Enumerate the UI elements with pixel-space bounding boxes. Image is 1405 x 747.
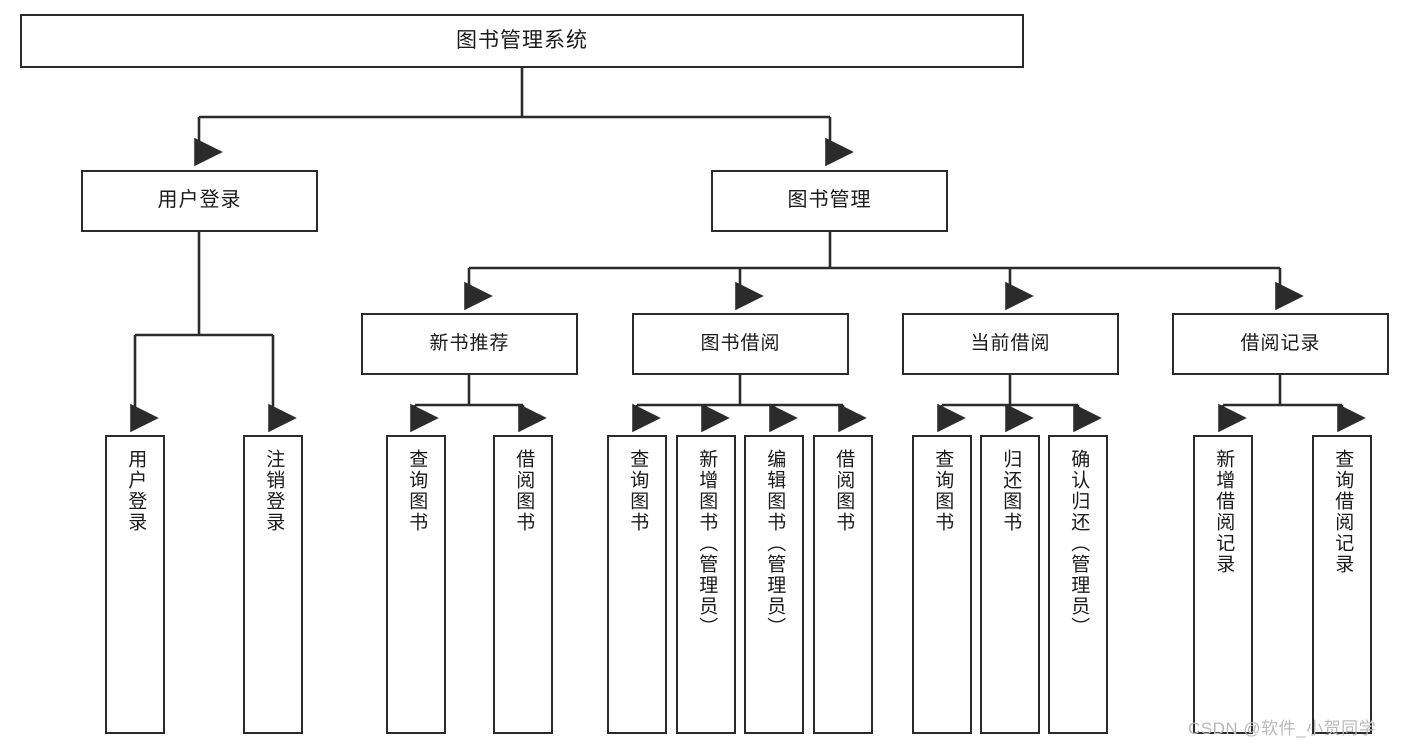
node-borrow-record[interactable]: 借阅记录 [1172, 313, 1389, 375]
node-label: 编辑图书（管理员） [764, 449, 786, 638]
leaf-borrow-book-2[interactable]: 借阅图书 [813, 435, 873, 734]
node-new-book-recommend[interactable]: 新书推荐 [361, 313, 578, 375]
node-label: 确认归还（管理员） [1068, 449, 1090, 638]
node-label: 当前借阅 [970, 332, 1051, 354]
node-label: 图书借阅 [700, 332, 781, 354]
node-label: 新增图书（管理员） [696, 449, 718, 638]
node-label: 查询借阅记录 [1332, 449, 1354, 575]
node-label: 注销登录 [263, 449, 285, 533]
watermark-text: CSDN @软件_小贺同学 [1188, 719, 1377, 738]
leaf-add-borrow-record[interactable]: 新增借阅记录 [1193, 435, 1253, 734]
node-label: 归还图书 [1000, 449, 1022, 533]
leaf-logout-login[interactable]: 注销登录 [243, 435, 303, 734]
leaf-query-book-3[interactable]: 查询图书 [912, 435, 972, 734]
node-label: 查询图书 [406, 449, 428, 533]
leaf-query-book-2[interactable]: 查询图书 [607, 435, 667, 734]
node-label: 借阅记录 [1240, 332, 1321, 354]
node-label: 用户登录 [157, 189, 242, 212]
leaf-user-login[interactable]: 用户登录 [105, 435, 165, 734]
leaf-return-book[interactable]: 归还图书 [980, 435, 1040, 734]
node-current-borrow[interactable]: 当前借阅 [902, 313, 1119, 375]
node-label: 图书管理 [787, 189, 872, 212]
node-label: 新书推荐 [429, 332, 510, 354]
node-user-login[interactable]: 用户登录 [81, 170, 318, 232]
leaf-query-book-1[interactable]: 查询图书 [386, 435, 446, 734]
node-label: 借阅图书 [833, 449, 855, 533]
node-label: 用户登录 [125, 449, 147, 533]
node-label: 查询图书 [627, 449, 649, 533]
leaf-confirm-return-admin[interactable]: 确认归还（管理员） [1048, 435, 1108, 734]
node-label: 新增借阅记录 [1213, 449, 1235, 575]
node-root-system[interactable]: 图书管理系统 [20, 14, 1024, 68]
node-label: 借阅图书 [513, 449, 535, 533]
leaf-query-borrow-record[interactable]: 查询借阅记录 [1312, 435, 1372, 734]
node-label: 查询图书 [932, 449, 954, 533]
leaf-add-book-admin[interactable]: 新增图书（管理员） [676, 435, 736, 734]
leaf-borrow-book-1[interactable]: 借阅图书 [493, 435, 553, 734]
leaf-edit-book-admin[interactable]: 编辑图书（管理员） [744, 435, 804, 734]
node-label: 图书管理系统 [456, 28, 588, 52]
node-book-borrow[interactable]: 图书借阅 [632, 313, 849, 375]
node-book-management[interactable]: 图书管理 [711, 170, 948, 232]
